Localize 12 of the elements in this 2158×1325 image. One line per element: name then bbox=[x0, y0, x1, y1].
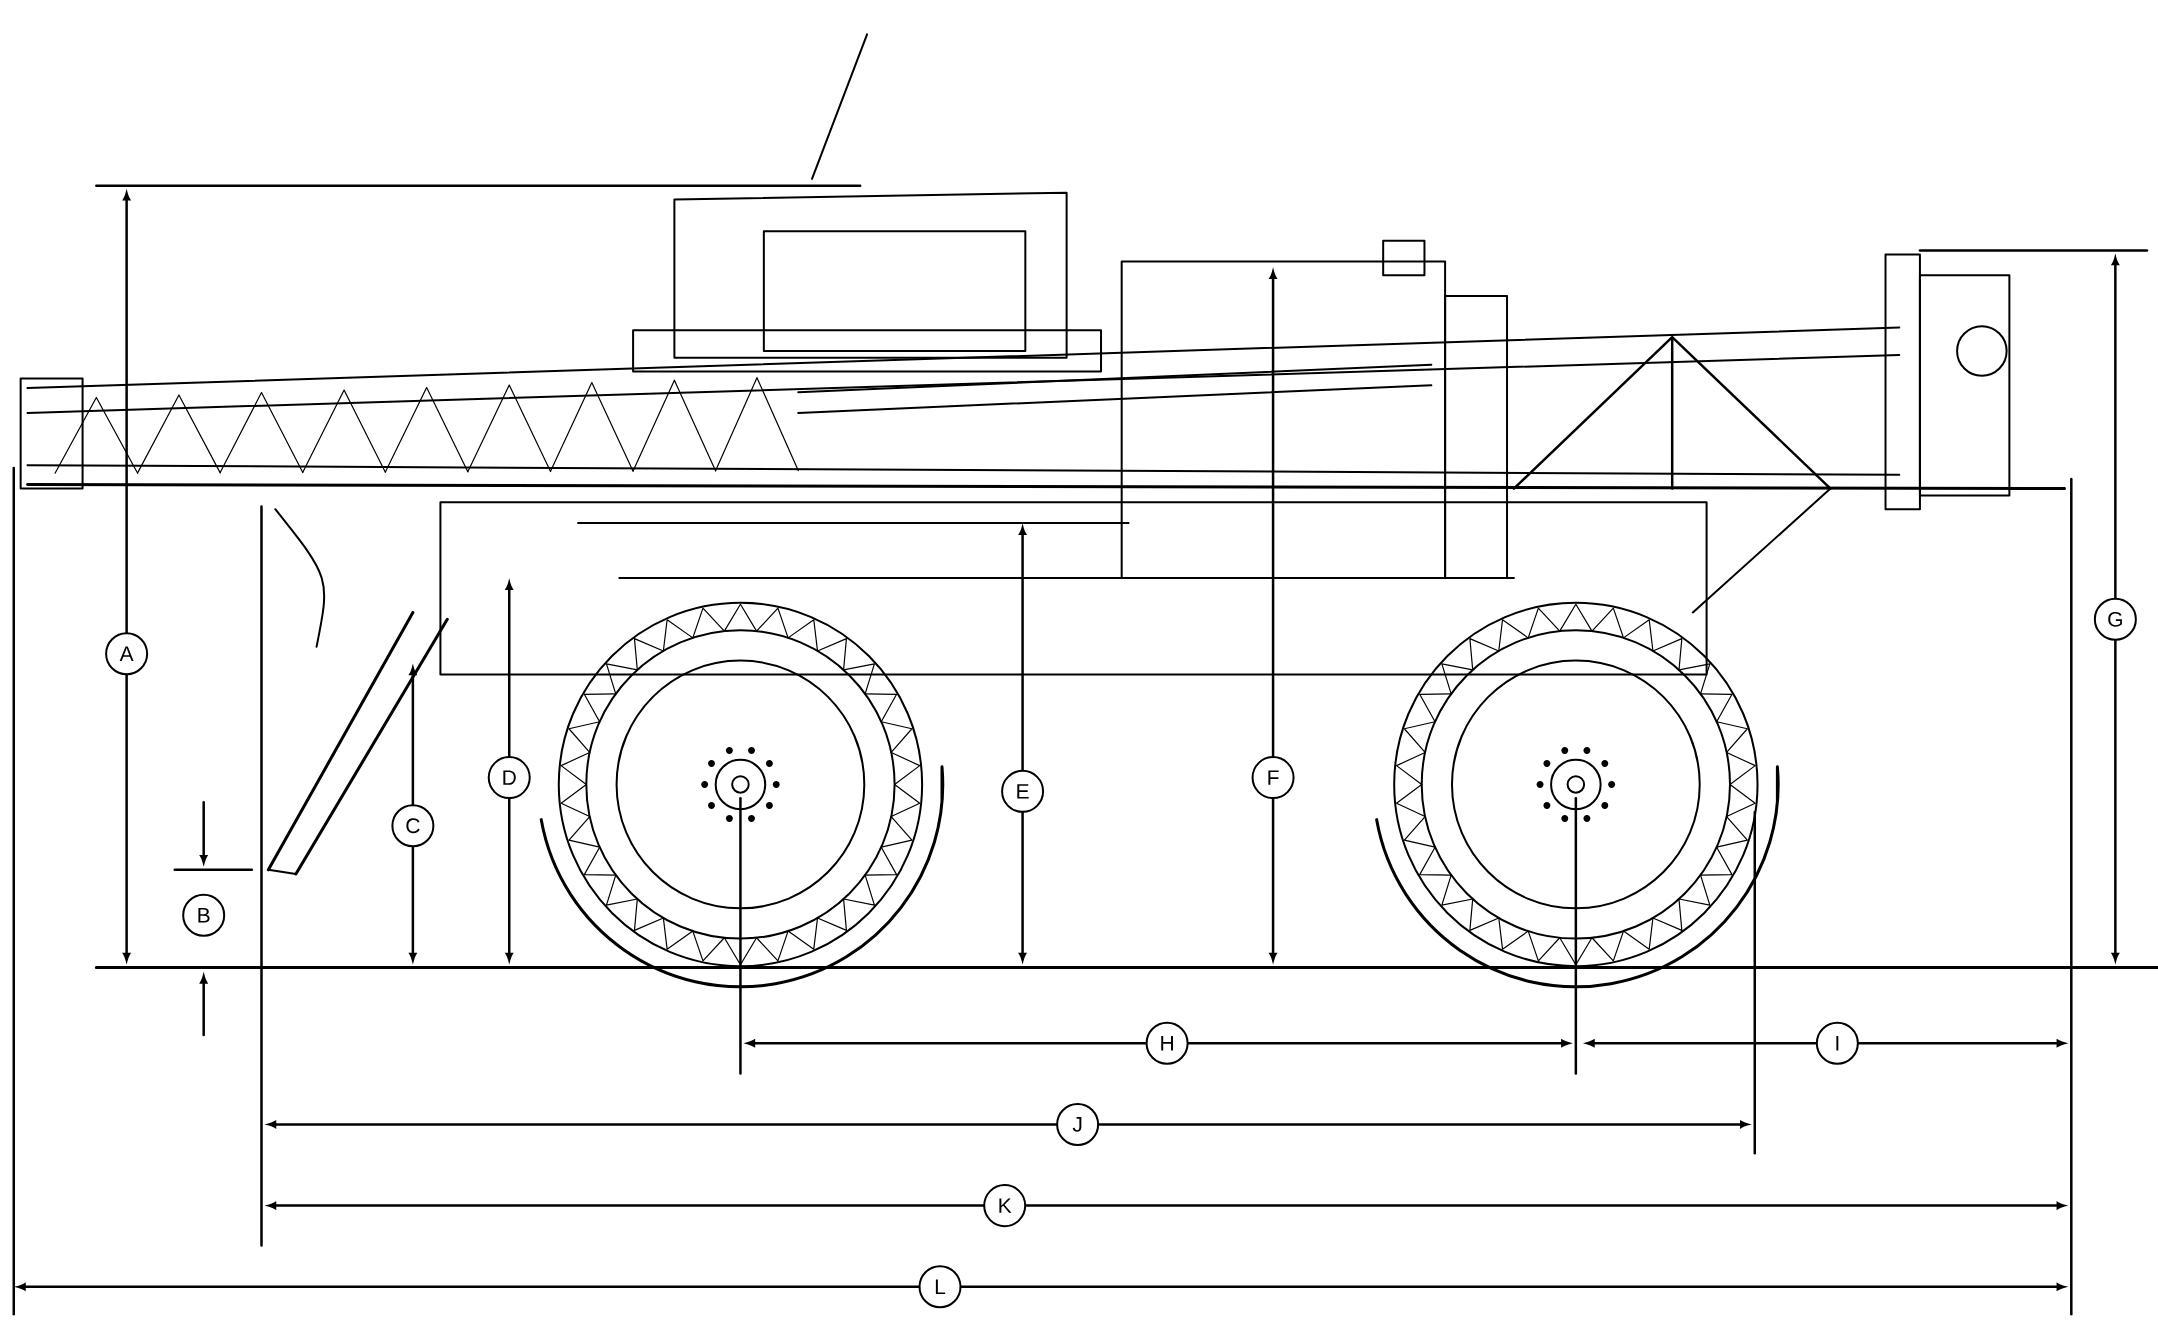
callout-letter: B bbox=[182, 893, 226, 937]
callout-letter: F bbox=[1251, 755, 1295, 799]
callout-letter: G bbox=[2093, 597, 2137, 641]
callout-letter: A bbox=[105, 632, 149, 676]
callout-letter: E bbox=[1001, 769, 1045, 813]
callout-letter: K bbox=[983, 1183, 1027, 1227]
callout-letter: L bbox=[918, 1265, 962, 1309]
callout-letter: J bbox=[1056, 1102, 1100, 1146]
callout-letter: H bbox=[1145, 1021, 1189, 1065]
callout-letter: D bbox=[487, 755, 531, 799]
callout-letter: C bbox=[391, 804, 435, 848]
callout-letter: I bbox=[1815, 1021, 1859, 1065]
